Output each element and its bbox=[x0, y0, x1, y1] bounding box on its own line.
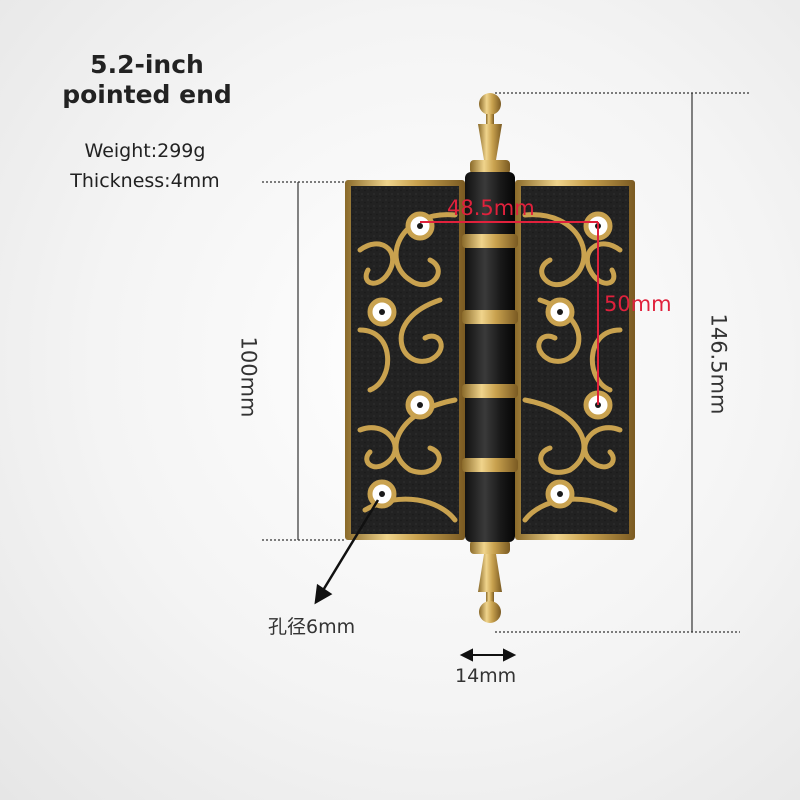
dimension-lines bbox=[262, 92, 750, 633]
finial-bottom bbox=[470, 540, 510, 623]
total-height-label: 146.5mm bbox=[706, 313, 731, 415]
hole-pointer-arrow bbox=[314, 499, 380, 605]
finial-top bbox=[470, 93, 510, 174]
hinge-right-leaf bbox=[515, 180, 635, 540]
product-title-line1: 5.2-inch bbox=[90, 50, 204, 79]
vertical-hole-spacing-label: 50mm bbox=[604, 292, 672, 316]
hole-diameter-label: 孔径6mm bbox=[268, 616, 356, 638]
screw-holes bbox=[367, 211, 613, 509]
hole-spacing-lines bbox=[420, 221, 599, 405]
knuckle-width-label: 14mm bbox=[455, 665, 517, 687]
thickness-spec: Thickness:4mm bbox=[70, 170, 220, 192]
hinge-barrel bbox=[462, 172, 518, 542]
weight-spec: Weight:299g bbox=[84, 140, 206, 162]
product-title-line2: pointed end bbox=[62, 80, 232, 109]
leaf-height-label: 100mm bbox=[236, 336, 261, 418]
knuckle-width-arrow bbox=[459, 648, 517, 662]
hinge-left-leaf bbox=[345, 180, 465, 540]
horizontal-hole-spacing-label: 48.5mm bbox=[447, 196, 535, 220]
